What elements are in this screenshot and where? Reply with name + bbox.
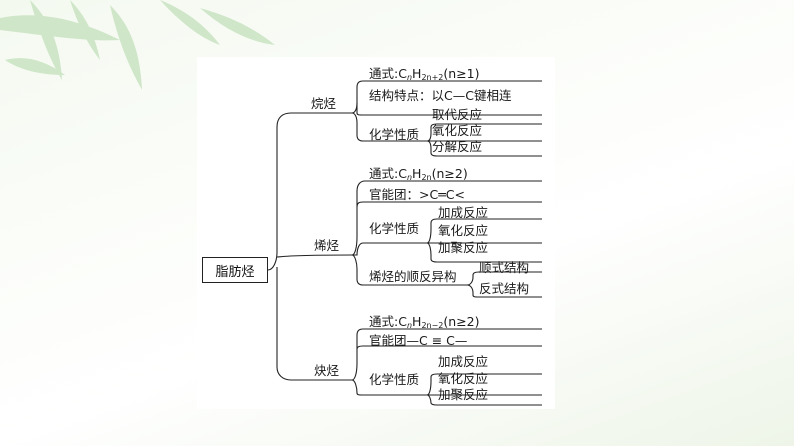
alkene-label: 烯烃 xyxy=(314,239,339,253)
alkene-isomer-type: 顺式结构 xyxy=(479,261,529,275)
alkyne-formula-sub: 2n−2 xyxy=(421,321,443,330)
alkene-functional-group: 官能团：>C═C< xyxy=(369,188,465,202)
alkene-chem-props: 化学性质 xyxy=(369,222,419,236)
alkene-isomerism: 烯烃的顺反异构 xyxy=(369,270,457,284)
alkane-formula-prefix: 通式:C xyxy=(369,66,407,81)
alkene-reaction: 氧化反应 xyxy=(438,224,488,238)
alkene-formula: 通式:CnH2n(n≥2) xyxy=(369,167,468,185)
alkane-reaction: 氧化反应 xyxy=(432,124,482,138)
alkane-label: 烷烃 xyxy=(311,97,336,111)
alkene-isomer-type: 反式结构 xyxy=(479,282,529,296)
alkyne-label: 炔烃 xyxy=(314,364,339,378)
alkene-formula-prefix: 通式:C xyxy=(369,166,407,181)
root-label: 脂肪烃 xyxy=(215,261,254,280)
alkene-fg-left-bond-icon: > xyxy=(419,188,429,202)
alkyne-reaction: 加成反应 xyxy=(438,355,488,369)
alkyne-formula-cond: (n≥2) xyxy=(443,314,479,329)
alkyne-reaction: 氧化反应 xyxy=(438,372,488,386)
alkene-formula-cond: (n≥2) xyxy=(432,166,468,181)
alkene-reaction: 加成反应 xyxy=(438,206,488,220)
alkyne-formula-prefix: 通式:C xyxy=(369,314,407,329)
root-node: 脂肪烃 xyxy=(202,257,268,283)
alkane-chem-props: 化学性质 xyxy=(369,128,419,142)
alkyne-reaction: 加聚反应 xyxy=(438,388,488,402)
alkene-formula-sub: 2n xyxy=(421,173,431,182)
alkene-fg-right-bond-icon: < xyxy=(454,188,464,202)
alkyne-chem-props: 化学性质 xyxy=(369,373,419,387)
alkane-formula-sub: 2n+2 xyxy=(421,73,443,82)
alkane-reaction: 取代反应 xyxy=(432,108,482,122)
alkane-formula-cond: (n≥1) xyxy=(443,66,479,81)
alkyne-formula: 通式:CnH2n−2(n≥2) xyxy=(369,315,480,333)
alkene-reaction: 加聚反应 xyxy=(438,241,488,255)
alkane-formula: 通式:CnH2n+2(n≥1) xyxy=(369,67,480,85)
alkene-fg-bond: C═C xyxy=(430,187,455,202)
alkane-reaction: 分解反应 xyxy=(432,140,482,154)
alkyne-functional-group: 官能团—C ≡ C— xyxy=(369,334,467,348)
alkene-fg-label: 官能团： xyxy=(369,187,419,202)
alkane-structure: 结构特点：以C—C键相连 xyxy=(369,89,511,103)
